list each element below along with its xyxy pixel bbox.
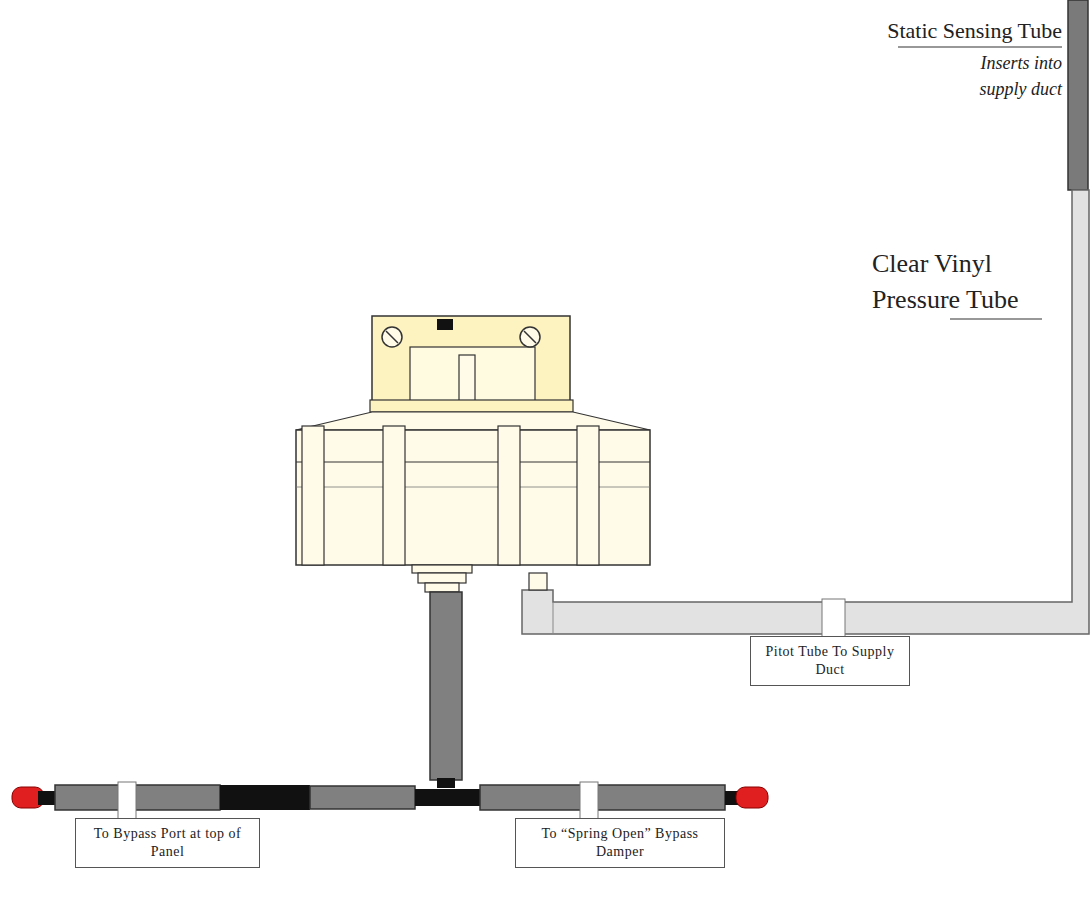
bracket-window (410, 347, 535, 402)
tag-label-box: Pitot Tube To Supply Duct (750, 636, 910, 686)
tube-coupling (220, 785, 310, 810)
static-sensing-tube (1068, 0, 1088, 190)
bypass-tube (430, 592, 462, 780)
bypass-tube (480, 785, 725, 810)
screw-slot (386, 331, 398, 343)
part-label: Inserts into supply duct (950, 50, 1062, 102)
label-underline (898, 46, 1062, 47)
tag-label-box: To Bypass Port at top of Panel (75, 818, 260, 868)
tag-strip (118, 782, 136, 819)
tube-elbow-line (553, 602, 554, 634)
vinyl-pressure-tube (522, 190, 1089, 634)
body-rib (302, 426, 324, 565)
adjust-slot (437, 319, 453, 330)
screw (520, 327, 540, 347)
tag-text: To “Spring Open” Bypass Damper (522, 825, 718, 861)
part-label: Clear Vinyl Pressure Tube (872, 246, 1057, 318)
port-fitting (425, 583, 459, 592)
port-fitting (418, 573, 466, 583)
bypass-tube (55, 785, 220, 810)
tag-text: Pitot Tube To Supply Duct (757, 643, 903, 679)
screw (382, 327, 402, 347)
red-cap (736, 787, 768, 808)
tag-label-box: To “Spring Open” Bypass Damper (515, 818, 725, 868)
hose-barb (529, 573, 547, 590)
port-fitting (412, 565, 472, 573)
mounting-bracket (372, 316, 570, 404)
body-rib (577, 426, 599, 565)
part-label: Static Sensing Tube (802, 18, 1062, 44)
stem (459, 355, 475, 403)
tee-fitting (415, 789, 480, 806)
tube-fitting (38, 791, 56, 805)
bracket-base (370, 400, 573, 412)
body-rib (383, 426, 405, 565)
bypass-tube (310, 786, 415, 809)
tee-fitting (437, 778, 455, 788)
tag-text: To Bypass Port at top of Panel (82, 825, 253, 861)
tag-strip (580, 782, 598, 819)
screw-slot (524, 331, 536, 343)
body-rib (498, 426, 520, 565)
tag-strip (822, 599, 845, 637)
label-underline (950, 318, 1042, 319)
